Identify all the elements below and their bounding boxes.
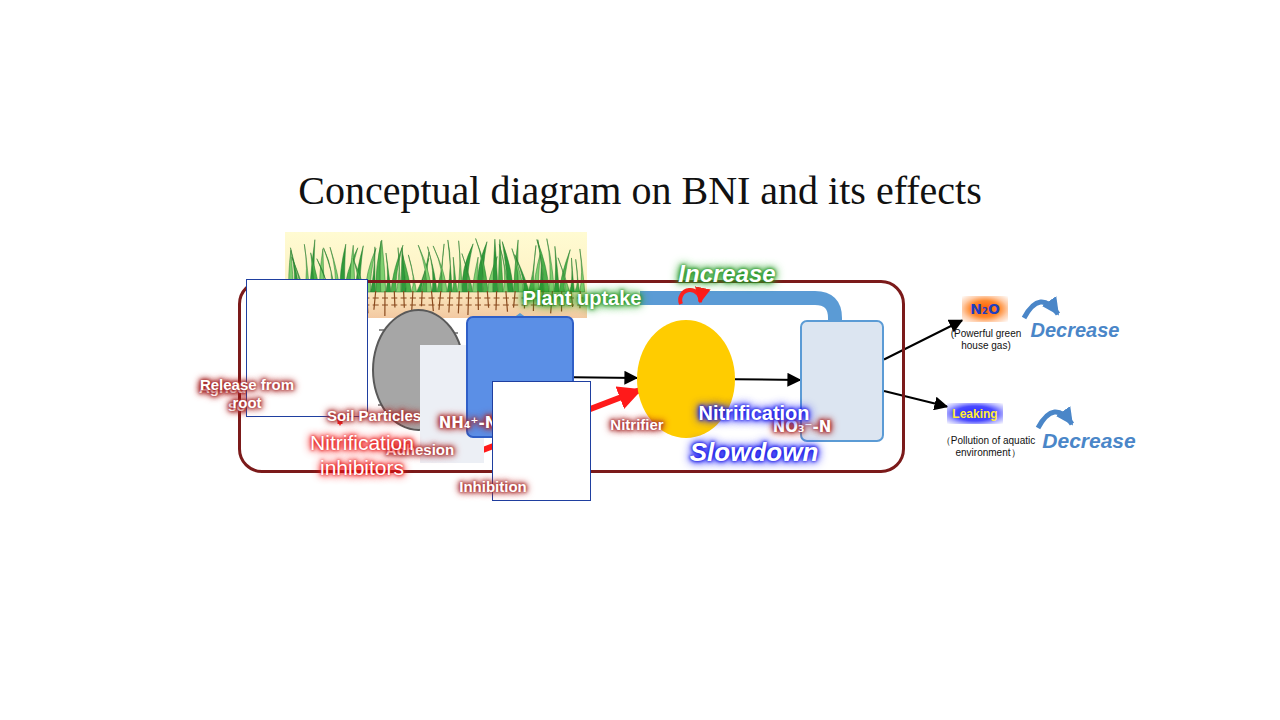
- effect-label: Decrease: [1042, 428, 1135, 453]
- node-text: N₂O: [970, 301, 1000, 317]
- process-label: Nitrification: [698, 401, 809, 425]
- node-text: Nitrifier: [585, 416, 689, 434]
- gas-glow: N₂O: [962, 296, 1008, 322]
- note-text: (Powerful green house gas): [940, 328, 1032, 352]
- flow-arrow: [884, 321, 962, 360]
- node-text: Release from root: [195, 376, 299, 412]
- node-text: Soil Particles: [322, 407, 426, 425]
- process-box: Release from root: [246, 279, 368, 417]
- flow-arrow: [884, 391, 947, 407]
- decrease-curl: [1038, 412, 1072, 428]
- inhibitor-label: Nitrification inhibitors: [282, 430, 442, 480]
- process-box: Inhibition: [492, 381, 591, 501]
- leak-glow: Leaking: [947, 403, 1003, 424]
- note-text: （Pollution of aquatic environment）: [932, 435, 1044, 459]
- uptake-label: Plant uptake: [523, 286, 642, 310]
- increase-label: Increase: [678, 260, 775, 288]
- flow-arrow: [574, 376, 637, 379]
- diagram-title: Conceptual diagram on BNI and its effect…: [298, 167, 982, 214]
- decrease-curl: [1024, 302, 1058, 318]
- flow-arrow: [735, 378, 800, 381]
- nitrate-box: NO₃⁻-N: [800, 320, 884, 442]
- node-text: Leaking: [952, 407, 997, 421]
- effect-label: Decrease: [1031, 318, 1120, 342]
- node-text: Inhibition: [441, 478, 545, 496]
- increase-curl: [680, 290, 700, 304]
- slowdown-label: Slowdown: [690, 437, 819, 468]
